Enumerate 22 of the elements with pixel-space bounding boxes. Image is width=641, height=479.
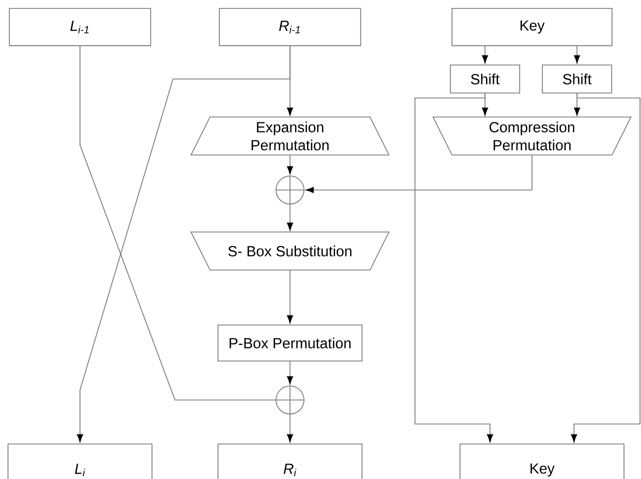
process-box: P-Box Permutation xyxy=(218,324,362,362)
process-box: L$_{i}$ xyxy=(8,444,152,479)
arrow xyxy=(286,414,294,442)
arrow xyxy=(574,46,580,64)
arrow xyxy=(286,204,294,231)
arrow xyxy=(286,361,294,384)
process-box: Shift xyxy=(542,64,612,94)
process-box: Key xyxy=(452,8,612,46)
arrow xyxy=(286,154,294,174)
arrow xyxy=(570,93,640,442)
arrow xyxy=(414,93,494,442)
process-box: Shift xyxy=(450,64,520,94)
process-box: L$_{i-1}$ xyxy=(8,8,152,46)
process-box: R$_{i-1}$ xyxy=(218,8,362,46)
arrow xyxy=(286,46,294,116)
xor-circle xyxy=(276,386,304,414)
process-box: Key xyxy=(460,444,624,479)
arrow xyxy=(482,46,488,64)
process-box: R$_{i}$ xyxy=(218,444,362,479)
arrow xyxy=(286,270,294,324)
xor-circle xyxy=(276,176,304,204)
arrow xyxy=(306,154,532,194)
